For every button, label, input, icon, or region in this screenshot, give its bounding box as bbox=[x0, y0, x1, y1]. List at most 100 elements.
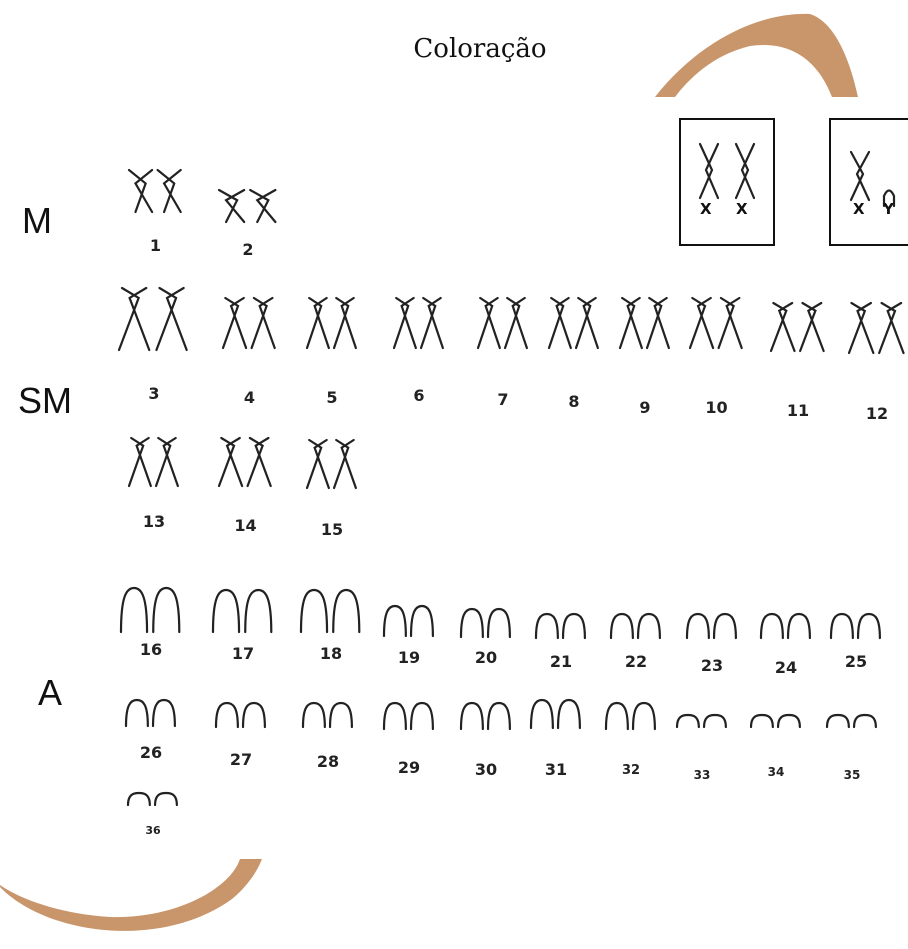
decorative-swoosh-bottom bbox=[0, 859, 262, 931]
sex-label-x1: X bbox=[700, 200, 712, 218]
chromosome-pair-36: 36 bbox=[126, 791, 179, 837]
chromosome-pair-30: 30 bbox=[459, 701, 512, 779]
chromatid-16-2 bbox=[152, 586, 181, 634]
chromosome-pair-22: 22 bbox=[609, 612, 662, 671]
chromosome-submetacentric-icon bbox=[769, 301, 825, 353]
chromosome-metacentric-icon bbox=[127, 168, 182, 214]
chromosome-number-11: 11 bbox=[786, 401, 810, 420]
chromatid-10-1 bbox=[688, 296, 715, 350]
chromosome-acrocentric-icon bbox=[685, 612, 737, 640]
chromatid-27-2 bbox=[241, 701, 266, 729]
chromatid-4-2 bbox=[250, 296, 276, 350]
chromosome-pair-32: 32 bbox=[604, 701, 657, 778]
chromosome-number-26: 26 bbox=[139, 743, 163, 762]
chromatid-36-2 bbox=[153, 791, 178, 807]
chromosome-acrocentric-icon bbox=[119, 586, 181, 634]
chromosome-submetacentric-icon bbox=[392, 296, 444, 350]
chromosome-pair-14: 14 bbox=[217, 436, 273, 535]
chromosome-pair-26: 26 bbox=[124, 698, 177, 762]
chromatid-24-1 bbox=[759, 612, 784, 640]
chromosome-acrocentric-icon bbox=[829, 612, 881, 640]
chromosome-submetacentric-icon bbox=[117, 286, 188, 352]
chromosome-number-27: 27 bbox=[229, 750, 253, 769]
chromosome-number-9: 9 bbox=[639, 398, 651, 417]
chromosome-submetacentric-icon bbox=[217, 436, 272, 488]
chromosome-submetacentric-icon bbox=[847, 301, 905, 355]
chromatid-25-2 bbox=[856, 612, 881, 640]
chromatid-25-1 bbox=[829, 612, 854, 640]
chromosome-acrocentric-icon bbox=[609, 612, 661, 640]
chromatid-17-2 bbox=[244, 588, 273, 634]
sex-chromosomes-female-box: X X bbox=[679, 118, 775, 246]
chromatid-14-2 bbox=[246, 436, 272, 488]
chromatid-22-2 bbox=[636, 612, 661, 640]
chromosome-acrocentric-icon bbox=[126, 791, 178, 807]
chromatid-20-2 bbox=[486, 607, 511, 639]
chromatid-33-1 bbox=[675, 713, 700, 729]
chromosome-submetacentric-icon bbox=[476, 296, 528, 350]
chromosome-pair-27: 27 bbox=[214, 701, 267, 769]
chromatid-13-2 bbox=[154, 436, 179, 488]
chromatid-7-2 bbox=[503, 296, 528, 350]
chromatid-8-2 bbox=[574, 296, 599, 350]
chromosome-pair-4: 4 bbox=[221, 296, 277, 407]
chromosome-acrocentric-icon bbox=[759, 612, 811, 640]
chromatid-30-2 bbox=[486, 701, 511, 731]
chromatid-8-1 bbox=[547, 296, 572, 350]
chromatid-22-1 bbox=[609, 612, 634, 640]
chromosome-pair-33: 33 bbox=[675, 713, 728, 782]
chromatid-34-1 bbox=[749, 713, 774, 729]
chromatid-21-2 bbox=[561, 612, 586, 640]
chromosome-acrocentric-icon bbox=[529, 698, 581, 730]
chromosome-pair-18: 18 bbox=[299, 588, 362, 663]
chromosome-acrocentric-icon bbox=[211, 588, 273, 634]
chromatid-11-2 bbox=[799, 301, 825, 353]
chromosome-pair-5: 5 bbox=[305, 296, 358, 407]
chromosome-number-36: 36 bbox=[145, 824, 161, 837]
chromosome-number-4: 4 bbox=[243, 388, 256, 407]
chromosome-pair-35: 35 bbox=[825, 713, 878, 782]
chromosome-number-29: 29 bbox=[397, 758, 421, 777]
chromatid-17-1 bbox=[211, 588, 241, 634]
chromatid-33-2 bbox=[702, 713, 727, 729]
chromatid-19-1 bbox=[382, 604, 407, 638]
chromosome-submetacentric-icon bbox=[305, 438, 357, 490]
chromosome-acrocentric-icon bbox=[382, 701, 434, 731]
chromosome-number-19: 19 bbox=[397, 648, 421, 667]
chromatid-6-1 bbox=[392, 296, 417, 350]
decorative-swoosh-top bbox=[655, 13, 858, 97]
chromosome-number-16: 16 bbox=[139, 640, 163, 659]
chromatid-1-1 bbox=[127, 168, 154, 214]
chromosome-submetacentric-icon bbox=[221, 296, 276, 350]
chromatid-19-2 bbox=[409, 604, 434, 638]
chromosome-acrocentric-icon bbox=[675, 713, 727, 729]
chromosome-pair-21: 21 bbox=[534, 612, 587, 671]
chromosome-submetacentric-icon bbox=[688, 296, 743, 350]
chromosome-acrocentric-icon bbox=[604, 701, 656, 731]
chromosome-number-24: 24 bbox=[774, 658, 798, 677]
chromosome-pair-15: 15 bbox=[305, 438, 358, 539]
chromosome-number-31: 31 bbox=[544, 760, 568, 779]
chromosome-pair-24: 24 bbox=[759, 612, 812, 677]
chromatid-31-2 bbox=[556, 698, 581, 730]
chromosome-number-21: 21 bbox=[549, 652, 573, 671]
chromatid-9-2 bbox=[645, 296, 670, 350]
chromosome-number-30: 30 bbox=[474, 760, 498, 779]
chromosome-submetacentric-icon bbox=[127, 436, 179, 488]
chromosome-pair-2: 2 bbox=[217, 188, 278, 259]
chromatid-2-2 bbox=[249, 188, 277, 224]
chromatid-10-2 bbox=[717, 296, 743, 350]
chromatid-23-2 bbox=[712, 612, 737, 640]
chromatid-20-1 bbox=[459, 607, 484, 639]
chromosome-pair-28: 28 bbox=[301, 701, 354, 771]
chromosome-acrocentric-icon bbox=[299, 588, 361, 634]
chromosome-number-35: 35 bbox=[843, 768, 861, 782]
chromatid-28-1 bbox=[301, 701, 326, 729]
chromatid-34-2 bbox=[776, 713, 801, 729]
chromosome-pair-1: 1 bbox=[127, 168, 183, 255]
chromosome-acrocentric-icon bbox=[382, 604, 434, 638]
chromosome-pair-6: 6 bbox=[392, 296, 445, 405]
chromosome-number-34: 34 bbox=[767, 765, 785, 779]
chromatid-3-1 bbox=[117, 286, 151, 352]
chromatid-36-1 bbox=[126, 791, 151, 807]
